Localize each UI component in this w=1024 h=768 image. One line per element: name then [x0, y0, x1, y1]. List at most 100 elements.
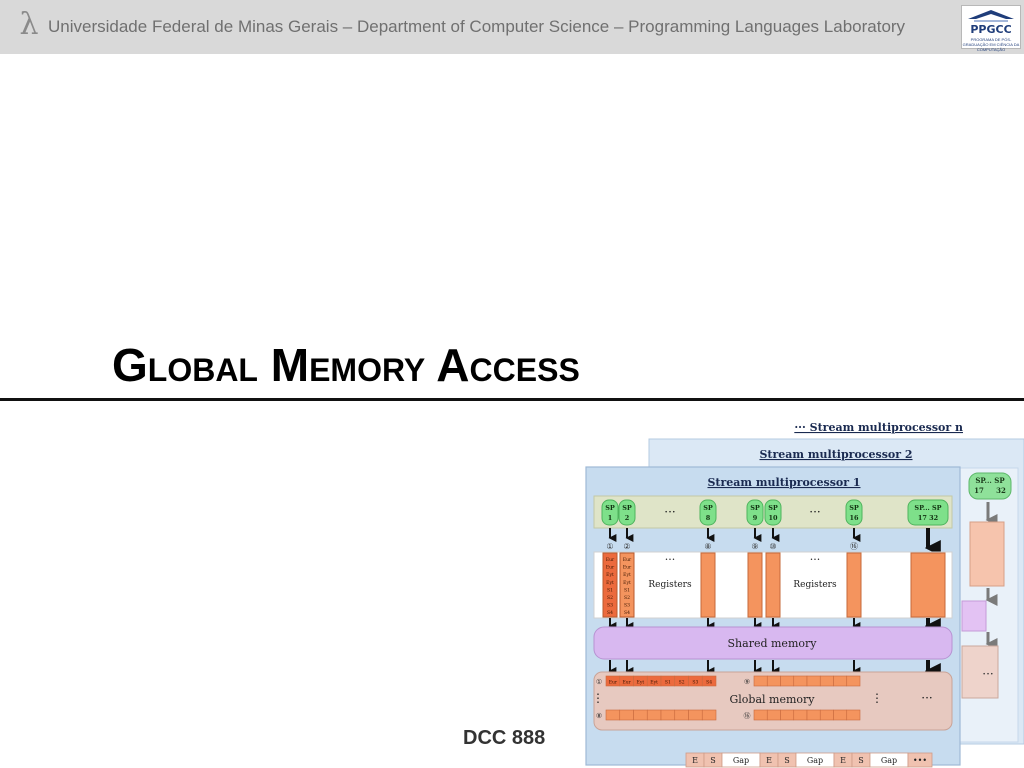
global-memory-row [753, 709, 861, 721]
register-cell: S3 [607, 603, 613, 609]
global-row-id: ⑧ [596, 712, 602, 720]
sp-ellipsis-2: ··· [809, 505, 820, 519]
gap-strip-cell: Gap [807, 756, 823, 765]
sp-node-bottom: 8 [706, 514, 711, 522]
header-text: Universidade Federal de Minas Gerais – D… [48, 17, 906, 36]
sp-node: SP 2 [618, 499, 636, 526]
sp-back-node: SP... SP 17 32 [968, 472, 1012, 500]
sp-node-top: SP [849, 504, 859, 512]
global-cell: Eur [609, 680, 618, 686]
gap-strip-cell: Gap [733, 756, 749, 765]
ppgcc-logo: PPGCC PROGRAMA DE PÓS-GRADUAÇÃO EM CIÊNC… [961, 5, 1021, 52]
gap-strip-cell: E [840, 756, 846, 765]
thread-id: ⑩ [769, 542, 776, 551]
global-cell: Eur [622, 680, 631, 686]
register-bar [765, 552, 781, 618]
sp-ellipsis-1: ··· [664, 505, 675, 519]
thread-id: ② [623, 542, 630, 551]
register-cell: Eyt [623, 572, 631, 578]
register-bar-wide [910, 552, 946, 618]
thread-id: ⑯ [850, 542, 858, 551]
global-memory-row [605, 709, 717, 721]
global-cell: Eyt [637, 680, 645, 686]
logo-subtext: PROGRAMA DE PÓS-GRADUAÇÃO EM CIÊNCIA DA … [962, 37, 1020, 52]
global-memory-label: Global memory [729, 693, 815, 706]
reg-ellipsis-2: ··· [810, 553, 821, 566]
global-row-id: ⑯ [744, 712, 751, 720]
gap-strip-cell: Gap [881, 756, 897, 765]
global-cell: S2 [679, 680, 685, 686]
sm-n-label: ··· Stream multiprocessor n [794, 421, 963, 434]
register-cell: Eyt [623, 580, 631, 586]
sp-node-bottom: 2 [625, 514, 630, 522]
stream-multiprocessor-1: Stream multiprocessor 1 SP1SP2SP8SP9SP10… [585, 466, 961, 766]
sp-node: SP1 [601, 499, 619, 526]
register-cell: S2 [624, 595, 630, 601]
header-bar: λ Universidade Federal de Minas Gerais –… [0, 0, 1024, 54]
sm1-label: Stream multiprocessor 1 [707, 476, 860, 489]
sm2-label: Stream multiprocessor 2 [759, 448, 912, 461]
register-cell: S3 [624, 603, 630, 609]
thread-id: ① [606, 542, 613, 551]
global-memory-row [753, 675, 861, 687]
sp-node-top: SP [703, 504, 713, 512]
register-cell: S4 [607, 610, 613, 616]
global-ellipsis: ··· [921, 691, 932, 705]
global-vert-ellipsis-2: ⋮ [871, 691, 883, 705]
register-cell: Eyt [606, 580, 614, 586]
register-cell: Eyt [606, 572, 614, 578]
thread-id-row: ① ② ⑧ ⑨ ⑩ ⑯ [606, 542, 858, 551]
sp-node-top: SP [750, 504, 760, 512]
lambda-icon: λ [19, 7, 39, 42]
title-rule [0, 398, 1024, 401]
registers-label-2: Registers [793, 580, 837, 590]
footer-course-code: DCC 888 [463, 727, 546, 749]
register-bar [700, 552, 716, 618]
shared-memory-block [593, 626, 953, 660]
register-cell: Eur [606, 565, 615, 571]
sp-node: SP 8 [699, 499, 717, 526]
register-bar [747, 552, 763, 618]
global-row-id: ⑨ [744, 678, 750, 686]
thread-id: ⑨ [751, 542, 758, 551]
sp-node: SP 16 [845, 499, 863, 526]
sm2-ellipsis: ··· [982, 667, 993, 681]
register-cell: S4 [624, 610, 630, 616]
sp-node: SP 9 [746, 499, 764, 526]
reg-ellipsis-1: ··· [665, 553, 676, 566]
gap-strip-cell: ••• [913, 756, 927, 765]
sp-node-bottom: 16 [849, 514, 859, 522]
sp-back-top: SP... SP [975, 476, 1005, 485]
sp-node-bottom: 9 [753, 514, 758, 522]
sp-node-bottom: 10 [768, 514, 778, 522]
sp-node: SP 10 [764, 499, 782, 526]
register-cell: Eur [623, 565, 632, 571]
shared-memory-label: Shared memory [728, 637, 818, 650]
sp-node-top: SP [622, 504, 632, 512]
register-bar [846, 552, 862, 618]
sp-node-bottom: 17 32 [918, 514, 938, 522]
register-cell: S1 [624, 587, 630, 593]
slide-title: Global Memory Access [112, 339, 580, 391]
register-cell: S1 [607, 587, 613, 593]
global-row-id: ① [596, 678, 602, 686]
logo-mark-icon [968, 10, 1014, 22]
register-cell: Eur [623, 557, 632, 563]
logo-text: PPGCC [970, 23, 1012, 36]
thread-id: ⑧ [704, 542, 711, 551]
sp-node-bottom: 1 [608, 514, 613, 522]
global-vert-ellipsis-1: ⋮ [592, 691, 604, 705]
global-cell: Eyt [650, 680, 658, 686]
sp-node-top: SP [768, 504, 778, 512]
global-cell: S1 [665, 680, 671, 686]
gpu-memory-diagram: ··· Stream multiprocessor n Stream multi… [585, 421, 1024, 768]
register-cell: S2 [607, 595, 613, 601]
gap-strip-cell: E [766, 756, 772, 765]
